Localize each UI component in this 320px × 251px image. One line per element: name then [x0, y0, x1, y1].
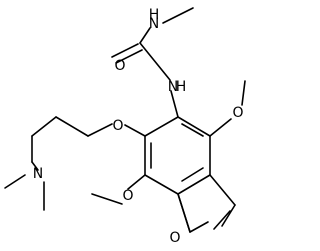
- bond-ring-lower-o: [127, 174, 146, 190]
- atom-o-methoxy-bottom: O: [122, 188, 133, 204]
- bond-furan-double: [213, 210, 231, 230]
- bond-methyl-n: [162, 7, 194, 24]
- chemical-structure-svg: H N O N H O O O N O: [4, 7, 246, 246]
- atom-o-furan: O: [169, 230, 180, 246]
- bond-chain-3: [31, 116, 57, 137]
- bond-n2-ring: [170, 90, 179, 118]
- bond-carbonyl-o-2: [115, 49, 143, 64]
- atom-h-amide: H: [176, 79, 187, 95]
- bond-ring-6: [144, 116, 179, 137]
- atom-n-methyl: N: [149, 16, 159, 32]
- bond-ring-1: [177, 116, 211, 137]
- bond-carbonyl-o-1: [111, 43, 139, 58]
- bond-furan-3: [209, 174, 236, 206]
- bond-n-methyl-1: [4, 174, 26, 189]
- bond-furan-2: [189, 221, 209, 233]
- bond-furan-5: [177, 193, 191, 233]
- bond-ring-double-1: [181, 123, 204, 137]
- structure-diagram: H N O N H O O O N O: [4, 7, 246, 246]
- atom-n-dimethylamino: N: [33, 166, 43, 182]
- atom-h-methyl: H: [149, 7, 160, 23]
- atom-o-carbonyl: O: [114, 58, 125, 74]
- bond-ring-double-2: [181, 167, 204, 182]
- bond-methoxy-top-c: [241, 80, 246, 106]
- bond-methoxy-top-o: [209, 118, 232, 137]
- atom-o-methoxy-top: O: [232, 105, 243, 121]
- bond-chain-2: [55, 116, 89, 137]
- bond-lower-o-methyl: [91, 193, 123, 205]
- bond-furan-4: [221, 204, 236, 227]
- bond-chain-5: [31, 161, 39, 171]
- bond-ring-o-ether: [124, 124, 146, 137]
- bond-ring-4: [144, 174, 179, 195]
- bond-ring-3: [177, 174, 211, 195]
- bond-n-carbonyl: [139, 27, 151, 44]
- bond-carbonyl-n2: [139, 42, 171, 81]
- bond-o-chain-1: [87, 123, 113, 137]
- atom-o-ether: O: [112, 118, 123, 134]
- atom-n-amide: N: [168, 79, 178, 95]
